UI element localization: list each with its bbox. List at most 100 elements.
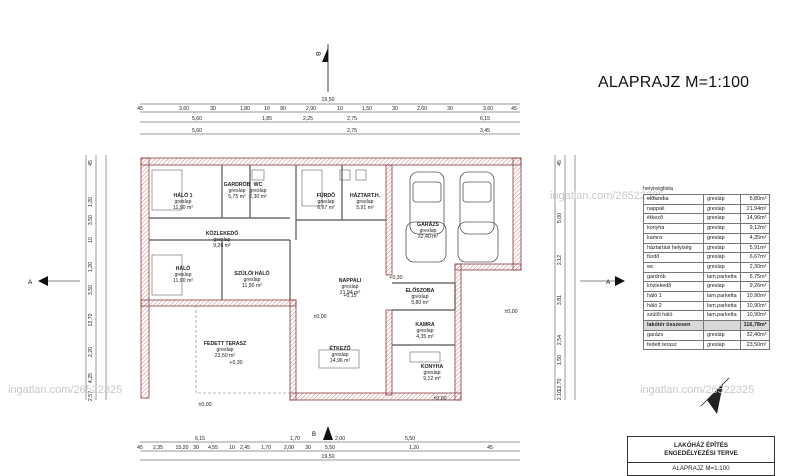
room-label-area: 11,90 m² [173, 278, 193, 284]
dimension-text: 12,70 [88, 313, 94, 326]
room-table-cell-name: lakótér összesen [643, 320, 704, 331]
elevation-marker: ±0,00 [505, 309, 518, 315]
dimension-text: 2,00 [335, 436, 345, 442]
dimension-text: 2,35 [153, 445, 163, 451]
dimension-text: 1,20 [409, 445, 419, 451]
room-table-cell-floor: greslap [703, 339, 741, 351]
room-label-name: HÁLÓ 1 [173, 191, 192, 199]
dimension-text: 1,70 [290, 436, 300, 442]
dimension-text: 6,15 [195, 436, 205, 442]
dimension-text: 45 [487, 445, 493, 451]
room-table-cell-floor: greslap [703, 223, 741, 234]
room-table-cell-name: garázs [643, 329, 704, 341]
room-label-floor: greslap [331, 352, 348, 358]
room-table-cell-floor: greslap [703, 252, 741, 263]
room-table-cell-area: 5,75m² [739, 271, 771, 283]
room-table-cell-floor: greslap [703, 242, 741, 254]
dimension-text: 45 [137, 445, 143, 451]
dimension-text: 2,90 [306, 106, 316, 112]
dimension-text: 2,20 [88, 347, 94, 357]
dimension-text: 5,60 [192, 128, 202, 134]
room-label-name: WC [254, 182, 263, 188]
dimension-text: 1,20 [88, 197, 94, 207]
room-table-cell-area: 9,26m² [739, 281, 771, 293]
dimension-text: 90 [280, 106, 286, 112]
watermark-text: ingatlan.com/26522325 [550, 190, 665, 202]
watermark-text: ingatlan.com/26522325 [640, 384, 755, 396]
room-table-cell-area: 5,91m² [739, 242, 771, 254]
elevation-marker: +0,15 [343, 293, 356, 299]
room-label-name: GARÁZS [417, 221, 439, 228]
dimension-text: 15,20 [176, 445, 189, 451]
room-label-area: 9,26 m² [213, 243, 231, 249]
dimension-text: 1,80 [240, 106, 250, 112]
room-table-cell-floor: lam.parketta [703, 291, 741, 302]
dimension-text: 4,55 [208, 445, 218, 451]
room-label-name: NAPPALI [339, 278, 362, 284]
dimension-text: 1,20 [88, 262, 94, 272]
dimension-total-bottom: 19,50 [322, 454, 335, 460]
room-table-cell-area: 32,40m² [739, 329, 771, 341]
dimension-text: 1,50 [557, 355, 563, 365]
dimension-text: 10 [88, 237, 94, 243]
dimension-text: 3,50 [88, 285, 94, 295]
section-label-a-left: A [28, 279, 33, 286]
room-table-cell-name: fürdő [643, 252, 704, 263]
room-label-area: 4,35 m² [416, 334, 434, 340]
room-table-cell-area: 10,90m² [739, 300, 771, 312]
room-label-floor: greslap [213, 237, 230, 243]
room-table-cell-name: háló 2 [643, 300, 704, 312]
room-table-cell-area: 10,90m² [739, 310, 771, 322]
dimension-text: 45 [557, 160, 563, 166]
room-label-floor: greslap [423, 370, 440, 376]
elevation-marker: +0,30 [389, 275, 402, 281]
room-table-cell-area: 5,80m² [739, 194, 771, 205]
room-label-floor: greslap [356, 199, 373, 205]
room-label-name: HÁZTART.H. [350, 192, 381, 199]
dimension-text: 12,70 [557, 378, 563, 391]
dimension-text: 4,25 [88, 373, 94, 383]
dimension-text: 1,85 [262, 116, 272, 122]
dimension-text: 2,12 [557, 255, 563, 265]
room-label-floor: greslap [243, 277, 260, 283]
section-label-a-right: A [606, 279, 611, 286]
dimension-text: 45 [511, 106, 517, 112]
dimension-text: 30 [210, 106, 216, 112]
walls [140, 157, 522, 401]
room-label-area: 5,75 m² [228, 194, 246, 200]
room-label-floor: greslap [419, 228, 436, 234]
room-table-cell-floor: lam.parketta [703, 300, 741, 312]
room-label-name: KONYHA [421, 364, 444, 370]
dimension-text: 5,00 [557, 213, 563, 223]
page-title: ALAPRAJZ M=1:100 [598, 74, 750, 91]
room-table-cell-floor: greslap [703, 261, 741, 273]
room-table-cell-floor: lam.parketta [703, 271, 741, 283]
room-label-area: 11,90 m² [173, 205, 193, 211]
room-table-cell-name: közlekedő [643, 281, 704, 293]
section-marker-b-bottom [323, 426, 333, 440]
dimension-text: 2,57 [88, 391, 94, 401]
title-block-line1: LAKÓHÁZ ÉPÍTÉS [674, 442, 728, 449]
dimension-text: 30 [193, 445, 199, 451]
dimension-text: 5,50 [405, 436, 415, 442]
dimension-text: 3,50 [88, 215, 94, 225]
room-table-cell-name: konyha [643, 223, 704, 234]
terrace-outline [195, 305, 291, 394]
room-table-cell-name: kamra [643, 232, 704, 244]
room-label-floor: greslap [174, 272, 191, 278]
room-table-cell-name: előszoba [643, 194, 704, 205]
title-block-line2: ENGEDÉLYEZÉSI TERVE [664, 450, 738, 457]
room-label-floor: greslap [416, 328, 433, 334]
dimension-text: 1,70 [261, 445, 271, 451]
